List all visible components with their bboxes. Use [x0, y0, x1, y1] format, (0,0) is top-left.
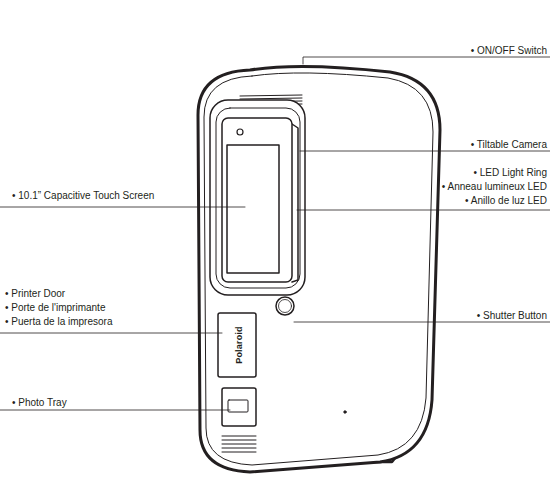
- leader-line: [300, 151, 550, 152]
- part-label: • Tiltable Camera: [471, 139, 547, 150]
- part-label: • Puerta de la impresora: [5, 316, 112, 327]
- part-label-holder: • Anneau lumineux LED: [442, 176, 547, 194]
- leader-line: [0, 333, 222, 334]
- leader-line: [303, 57, 550, 64]
- screen-housing: [210, 100, 305, 295]
- brand-logo-holder: Polaroid: [228, 326, 246, 364]
- body-rim: [204, 73, 433, 465]
- shutter-button: [276, 297, 294, 315]
- tablet: [222, 118, 292, 282]
- part-label: • ON/OFF Switch: [471, 45, 547, 56]
- part-label-holder: • Anillo de luz LED: [465, 190, 547, 208]
- part-label: • 10.1” Capacitive Touch Screen: [12, 190, 154, 201]
- part-label-holder: • 10.1” Capacitive Touch Screen: [12, 185, 154, 203]
- part-label: • Anillo de luz LED: [465, 195, 547, 206]
- printer-door: [218, 313, 256, 377]
- part-label: • Photo Tray: [12, 397, 67, 408]
- part-label: • LED Light Ring: [473, 167, 547, 178]
- tablet-edge: [292, 124, 298, 282]
- touch-screen: [227, 145, 279, 273]
- part-label-holder: • Tiltable Camera: [471, 134, 547, 152]
- led-light-ring: [216, 108, 300, 288]
- part-label-holder: • LED Light Ring: [473, 162, 547, 180]
- tray-slot: [228, 400, 248, 412]
- part-label: • Shutter Button: [477, 310, 547, 321]
- part-label-holder: • Porte de l'imprimante: [5, 297, 105, 315]
- brand-logo: Polaroid: [234, 326, 244, 364]
- part-label: • Anneau lumineux LED: [442, 181, 547, 192]
- camera-lens: [237, 129, 243, 135]
- part-label-holder: • Puerta de la impresora: [5, 311, 112, 329]
- leader-line: [297, 210, 550, 211]
- part-label-holder: • Shutter Button: [477, 305, 547, 323]
- part-label-holder: • Photo Tray: [12, 392, 67, 410]
- bottom-vents: [222, 436, 256, 452]
- indicator-dot: [344, 411, 346, 413]
- part-label: • Porte de l'imprimante: [5, 302, 105, 313]
- part-label-holder: • Printer Door: [5, 283, 65, 301]
- shutter-button-inner: [279, 300, 292, 313]
- part-label: • Printer Door: [5, 288, 65, 299]
- photo-tray: [222, 388, 256, 426]
- part-label-holder: • ON/OFF Switch: [471, 40, 547, 58]
- device-body: [198, 66, 440, 472]
- leader-line: [294, 322, 550, 323]
- leader-line: [0, 410, 230, 411]
- leader-line: [0, 207, 245, 208]
